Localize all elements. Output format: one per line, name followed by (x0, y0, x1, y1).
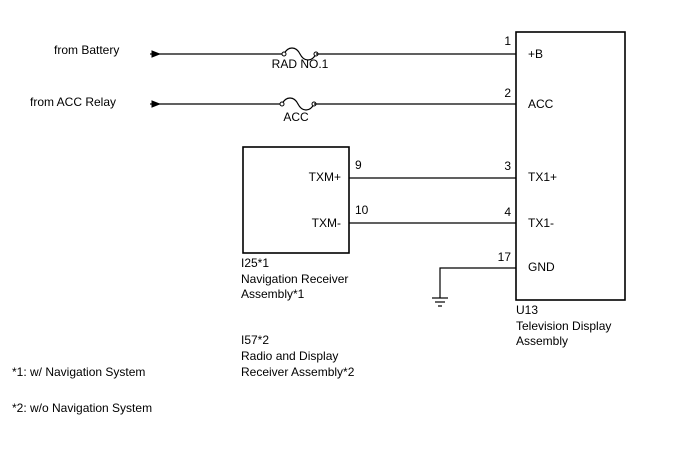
pin-number: 10 (355, 203, 369, 217)
component-code: I57*2 (241, 333, 269, 347)
pin-number: 17 (498, 250, 512, 264)
fuse-rad-label: RAD NO.1 (272, 57, 329, 71)
component-name: Radio and Display (241, 349, 338, 363)
pin-label: ACC (528, 97, 554, 111)
component-name: Television Display (516, 319, 611, 333)
acc-circuit: from ACC Relay ACC (30, 95, 516, 124)
from-battery-label: from Battery (54, 43, 119, 57)
tv-display-box (515, 31, 626, 301)
fuse-acc-label: ACC (283, 110, 309, 124)
ground-circuit (432, 267, 516, 307)
component-code: U13 (516, 303, 538, 317)
pin-number: 1 (504, 34, 511, 48)
component-name: Receiver Assembly*2 (241, 365, 355, 379)
pin-label: TXM- (312, 216, 341, 230)
footnote: *1: w/ Navigation System (12, 365, 145, 379)
footnote: *2: w/o Navigation System (12, 401, 152, 415)
fuse-acc-icon (281, 97, 315, 111)
pin-number: 2 (504, 86, 511, 100)
pin-label: TX1- (528, 216, 554, 230)
nav-receiver-box (242, 146, 350, 254)
pin-number: 3 (504, 159, 511, 173)
wire-gnd (439, 267, 516, 298)
pin-number: 9 (355, 158, 362, 172)
component-name: Navigation Receiver (241, 272, 348, 286)
fuse-acc-terminal (279, 101, 285, 107)
pin-label: TX1+ (528, 170, 557, 184)
pin-number: 4 (504, 205, 511, 219)
component-code: I25*1 (241, 256, 269, 270)
pin-label: GND (528, 260, 555, 274)
pin-label: +B (528, 47, 543, 61)
component-name: Assembly (516, 334, 568, 348)
fuse-rad-icon (283, 47, 317, 61)
pin-label: TXM+ (309, 170, 341, 184)
fuse-rad-terminal (281, 51, 287, 57)
component-name: Assembly*1 (241, 287, 305, 301)
from-acc-relay-label: from ACC Relay (30, 95, 116, 109)
battery-circuit: from Battery RAD NO.1 (54, 43, 516, 71)
